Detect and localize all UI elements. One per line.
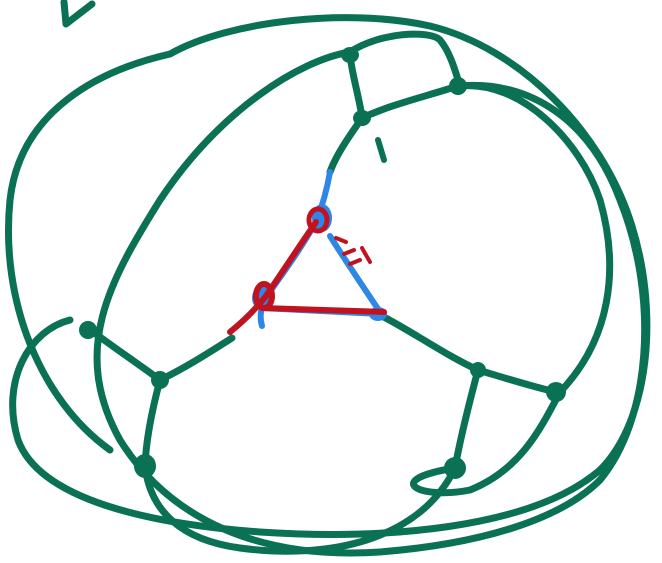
node-bottom-right: [444, 457, 466, 479]
red-tick-mark-1: [336, 238, 346, 242]
outer-loop-left: [13, 18, 647, 535]
node-top-outer: [341, 47, 359, 63]
green-graph-drawing: [8, 2, 646, 553]
red-path-top-left: [230, 222, 316, 332]
node-top-inner: [353, 110, 371, 126]
red-tick-mark-2: [344, 250, 354, 254]
blue-triangle-right-edge: [330, 236, 380, 312]
spoke-left-down: [145, 380, 160, 466]
spoke-top-right: [362, 86, 458, 118]
spoke-right: [380, 315, 556, 392]
node-top-right: [449, 77, 467, 95]
node-bottom-left: [134, 454, 156, 478]
red-tick-mark-4: [362, 248, 370, 262]
spoke-top-tick: [378, 140, 384, 160]
red-triangle-path: [230, 209, 384, 332]
spoke-right-down: [455, 370, 478, 468]
node-right-inner: [470, 362, 486, 378]
top-left-partial-stroke: [64, 2, 92, 24]
red-path-bottom: [262, 308, 384, 312]
outer-loop-top: [8, 54, 170, 450]
node-left-inner: [151, 371, 169, 389]
third-loop: [350, 34, 610, 493]
node-right-outer: [546, 382, 566, 402]
red-tick-mark-3: [350, 260, 360, 264]
node-left-outer: [79, 321, 97, 339]
